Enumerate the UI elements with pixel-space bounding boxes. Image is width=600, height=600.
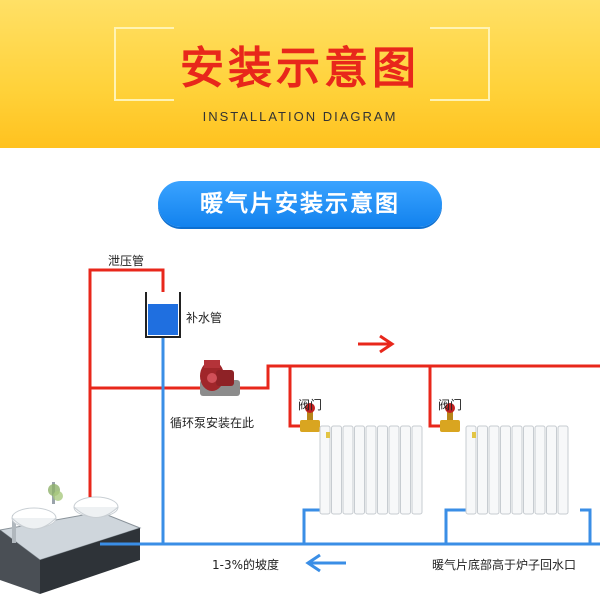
valve-label-2: 阀门 — [438, 398, 463, 412]
valve-icon — [440, 403, 460, 432]
flow-arrow-right-icon — [358, 334, 395, 354]
relief-pipe-label: 泄压管 — [108, 254, 145, 268]
page-subtitle: INSTALLATION DIAGRAM — [202, 109, 398, 124]
slope-label: 1-3%的坡度 — [212, 558, 280, 572]
boiler-icon — [0, 482, 142, 594]
pump-note-label: 循环泵安装在此 — [170, 416, 255, 430]
section-badge: 暖气片安装示意图 — [158, 181, 442, 227]
return-pipes — [100, 338, 600, 546]
makeup-pipe-label: 补水管 — [186, 311, 223, 325]
flow-arrow-left-icon — [305, 553, 346, 573]
page-title: 安装示意图 — [180, 43, 420, 94]
radiator-icon — [319, 425, 423, 515]
return-note-label: 暖气片底部高于炉子回水口 — [432, 558, 577, 572]
water-tank-icon — [145, 292, 181, 338]
header-banner: 安装示意图 INSTALLATION DIAGRAM — [0, 0, 600, 148]
radiator-icon — [465, 425, 569, 515]
title-frame — [114, 27, 490, 101]
valve-icon — [300, 403, 320, 432]
pump-icon — [200, 360, 240, 396]
valve-label-1: 阀门 — [298, 398, 323, 412]
